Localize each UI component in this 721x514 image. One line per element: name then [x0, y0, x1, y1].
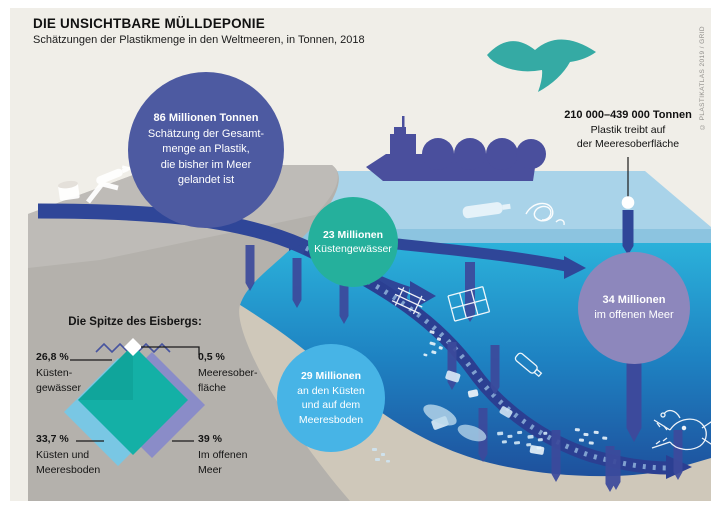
surface-note-line: der Meeresoberfläche — [576, 138, 680, 150]
iceberg-diagram — [64, 338, 205, 466]
iceberg-pct: 39 % — [198, 433, 222, 445]
bubble-open-sea: 34 Millionen im offenen Meer — [578, 252, 690, 364]
surface-marker — [621, 157, 635, 255]
iceberg-label-line: Meeresboden — [36, 464, 101, 476]
iceberg-label-line: fläche — [198, 382, 227, 394]
bubble-total-line: menge an Plastik, — [162, 143, 250, 156]
seafloor — [237, 303, 711, 501]
ladder-icon — [391, 287, 426, 315]
iceberg-pct: 33,7 % — [36, 433, 69, 445]
page-title: DIE UNSICHTBARE MÜLLDEPONIE — [33, 16, 265, 31]
iceberg-label-line: Im offenen — [198, 448, 248, 461]
sunken-objects — [391, 286, 715, 451]
floating-bottle-icon — [462, 202, 511, 219]
bubble-open-label: im offenen Meer — [594, 309, 674, 321]
iceberg-label-sea-surface: 0,5 % Meeresober- fläche — [198, 350, 258, 397]
iceberg-pct: 26,8 % — [36, 351, 69, 363]
iceberg-pct: 0,5 % — [198, 351, 225, 363]
iceberg-label-coastal-waters: 26,8 % Küsten- gewässer — [36, 350, 81, 397]
fishing-net-icon — [447, 286, 491, 322]
iceberg-label-coast-seafloor: 33,7 % Küsten und Meeresboden — [36, 432, 100, 479]
bubble-floor-line: an den Küsten — [297, 384, 365, 397]
iceberg-label-line: Küsten- — [36, 366, 73, 379]
bubble-total-line: Schätzung der Gesamt- — [147, 127, 265, 140]
iceberg-label-open-sea: 39 % Im offenen Meer — [198, 432, 247, 479]
bubble-coast-seafloor: 29 Millionen an den Küsten und auf dem M… — [277, 344, 385, 452]
iceberg-label-line: Meer — [198, 464, 222, 476]
bubble-floor-line: und auf dem — [301, 399, 361, 411]
iceberg-tip-icon — [124, 338, 142, 356]
open-sea-stem-arrow — [626, 360, 642, 442]
surface-note: 210 000–439 000 Tonnen Plastik treibt au… — [538, 108, 718, 152]
bubble-coastal-label: Küstengewässer — [314, 243, 392, 255]
bubble-total-line: die bisher im Meer — [160, 158, 252, 171]
iceberg-title: Die Spitze des Eisbergs: — [68, 316, 202, 328]
underwater-debris — [372, 279, 682, 463]
bubble-total-line: gelandet ist — [177, 174, 235, 187]
seabird-icon — [487, 39, 596, 92]
bubble-floor-line: Meeresboden — [298, 413, 364, 426]
bubble-coastal-value: 23 Millionen — [322, 229, 384, 241]
iceberg-label-line: Küsten und — [36, 448, 90, 461]
header: DIE UNSICHTBARE MÜLLDEPONIE Schätzungen … — [33, 16, 365, 46]
cargo-ship-icon — [366, 116, 546, 181]
page-subtitle: Schätzungen der Plastikmenge in den Welt… — [33, 34, 365, 46]
bubble-floor-value: 29 Millionen — [300, 370, 362, 382]
bottle-icon — [514, 352, 543, 378]
fishing-line-scribble-icon — [525, 202, 565, 226]
bubble-open-value: 34 Millionen — [602, 294, 666, 306]
iceberg-label-line: Meeresober- — [198, 366, 258, 379]
bubble-total-plastic: 86 Millionen Tonnen Schätzung der Gesamt… — [128, 72, 284, 228]
surface-note-value: 210 000–439 000 Tonnen — [564, 109, 692, 121]
leader-lines — [70, 346, 200, 442]
surface-note-line: Plastik treibt auf — [590, 123, 666, 136]
bubble-total-value: 86 Millionen Tonnen — [153, 112, 259, 125]
anglerfish-icon — [651, 409, 715, 451]
iceberg-label-line: gewässer — [36, 382, 81, 394]
bubble-coastal-waters: 23 Millionen Küstengewässer — [308, 197, 398, 287]
